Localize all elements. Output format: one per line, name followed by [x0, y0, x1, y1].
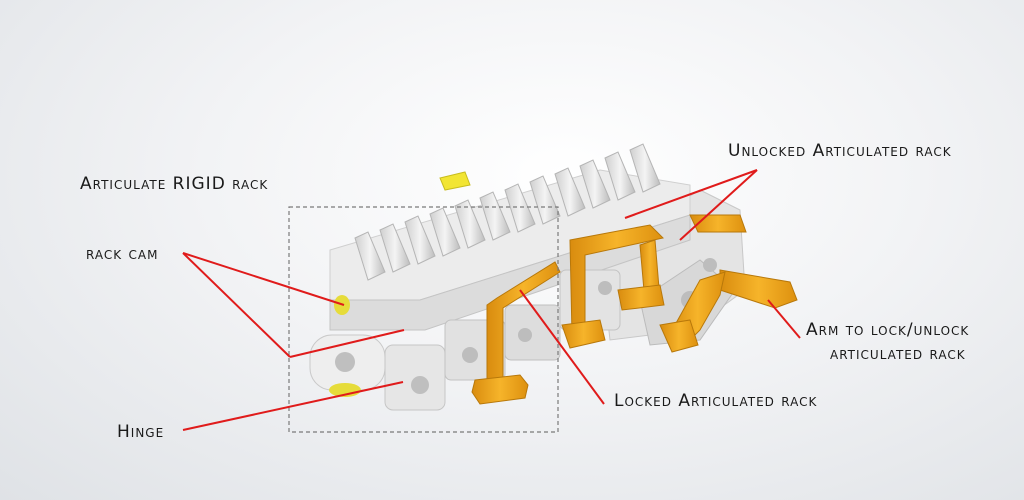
hinge-leader [182, 381, 404, 431]
label-articulate-rigid-rack: Articulate RIGID rack [80, 174, 269, 194]
rigid-rack-selection-box [288, 206, 559, 433]
arm-leader [767, 299, 801, 339]
unlocked-leader-a [624, 169, 758, 219]
rack-teeth [354, 143, 661, 281]
rack-cam-leader-c [289, 329, 405, 358]
rack-cam-leader-a [182, 252, 345, 306]
unlocked-leader-b [679, 169, 758, 241]
rack-cam-leader-b [182, 252, 291, 358]
leader-lines [182, 169, 801, 431]
label-arm-line1: Arm to lock/unlock [806, 320, 970, 340]
label-arm-line2: articulated rack [830, 344, 966, 364]
label-unlocked-articulated-rack: Unlocked Articulated rack [728, 141, 952, 161]
locked-articulated-rack-arm [471, 261, 561, 405]
label-rack-cam: rack cam [86, 244, 159, 264]
lock-unlock-arm [659, 269, 798, 353]
rigid-rack-body [329, 143, 691, 331]
locked-leader [519, 289, 605, 405]
label-locked-articulated-rack: Locked Articulated rack [614, 391, 818, 411]
label-hinge: Hinge [117, 422, 165, 442]
